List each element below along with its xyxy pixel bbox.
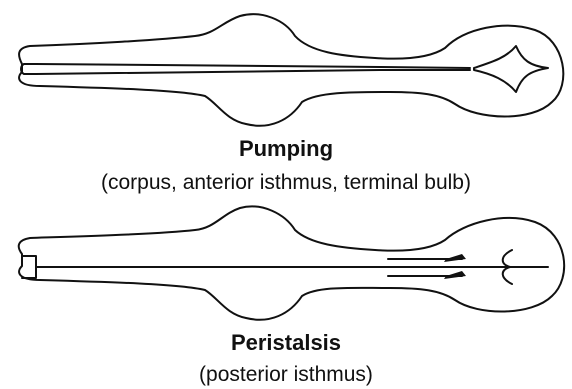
peristalsis-subtitle: (posterior isthmus) — [0, 362, 572, 387]
peristalsis-pharynx-outline — [19, 206, 564, 319]
peristalsis-mouth-notch — [22, 256, 36, 278]
peristalsis-title: Peristalsis — [0, 330, 572, 356]
